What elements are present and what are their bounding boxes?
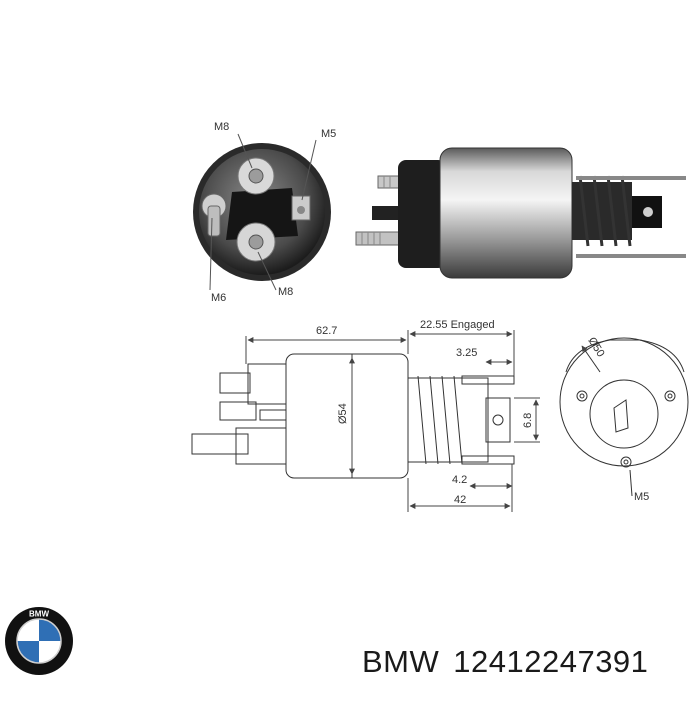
label-thread: M5 xyxy=(634,491,649,503)
dim-body-length: 62.7 xyxy=(316,325,337,337)
bracket-top xyxy=(576,176,686,180)
dim-engaged-travel: 22.55 Engaged xyxy=(420,319,495,331)
label-terminal-bottom: M8 xyxy=(278,286,293,298)
photo-end-view: M8 M5 M6 M8 xyxy=(193,121,336,304)
label-terminal-top: M8 xyxy=(214,121,229,133)
part-number: 12412247391 xyxy=(453,644,649,679)
photo-side-view xyxy=(355,147,686,279)
dim-body-diameter: Ø54 xyxy=(337,403,349,424)
dim-slot-offset: 3.25 xyxy=(456,347,477,359)
brand-name: BMW xyxy=(362,644,440,679)
dim-bracket-length: 42 xyxy=(454,494,466,506)
bracket-bottom xyxy=(576,254,686,258)
drawing-side-dimensions: 62.7 22.55 Engaged 3.25 Ø54 6.8 4.2 42 xyxy=(316,319,534,506)
stud-lower xyxy=(355,231,403,246)
logo-text: BMW xyxy=(29,610,49,619)
product-caption: BMW 12412247391 xyxy=(362,640,648,684)
stud-middle xyxy=(372,206,402,220)
label-terminal-left: M6 xyxy=(211,292,226,304)
dim-bracket-step: 4.2 xyxy=(452,474,467,486)
cap-insulator xyxy=(398,160,446,268)
solenoid-cylinder xyxy=(439,147,573,279)
bmw-logo: BMW xyxy=(5,607,73,675)
dim-slot-width: 6.8 xyxy=(522,413,534,428)
drawing-end-view xyxy=(559,337,689,497)
drawing-side-view xyxy=(191,330,540,512)
label-terminal-right: M5 xyxy=(321,128,336,140)
return-spring xyxy=(578,175,632,247)
drawing-end-labels: Ø50 M5 xyxy=(585,335,649,503)
